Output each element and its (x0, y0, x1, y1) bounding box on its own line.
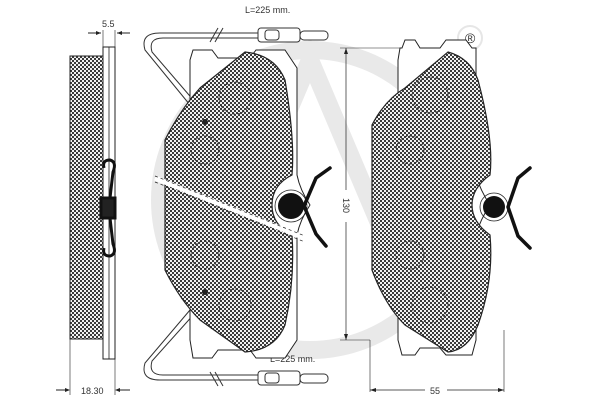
sensor-connector-top (257, 27, 329, 43)
dim-width: 55 (430, 386, 440, 396)
middle-spring-clip (302, 166, 332, 248)
front-view-with-sensor: L=225 mm. L=225 mm. (143, 5, 332, 387)
dim-height: 130 (340, 47, 400, 341)
side-friction-material (69, 55, 104, 340)
right-hidden-features (395, 76, 449, 324)
dim-backing-thickness: 5.5 (102, 19, 115, 29)
middle-sensor-pin (278, 193, 304, 219)
sensor-connector-bottom (257, 370, 329, 386)
dim-total-thickness: 18.30 (81, 386, 104, 396)
sensor-length-top: L=225 mm. (245, 5, 290, 15)
right-spring-clip (506, 166, 532, 250)
front-view: 55 (369, 39, 532, 396)
middle-friction-material (164, 51, 294, 353)
anti-rattle-clip (99, 158, 117, 258)
right-friction-material (371, 51, 492, 353)
middle-hidden-features (190, 81, 252, 322)
wear-sensor-wire-bottom (143, 309, 260, 387)
wear-sensor-wire-top (143, 27, 260, 106)
dim-height-label: 130 (341, 198, 351, 213)
registered-mark: ® (465, 30, 476, 46)
right-pin (483, 196, 505, 218)
side-view: 5.5 18.30 (56, 19, 130, 396)
sensor-length-bottom: L=225 mm. (270, 354, 315, 364)
